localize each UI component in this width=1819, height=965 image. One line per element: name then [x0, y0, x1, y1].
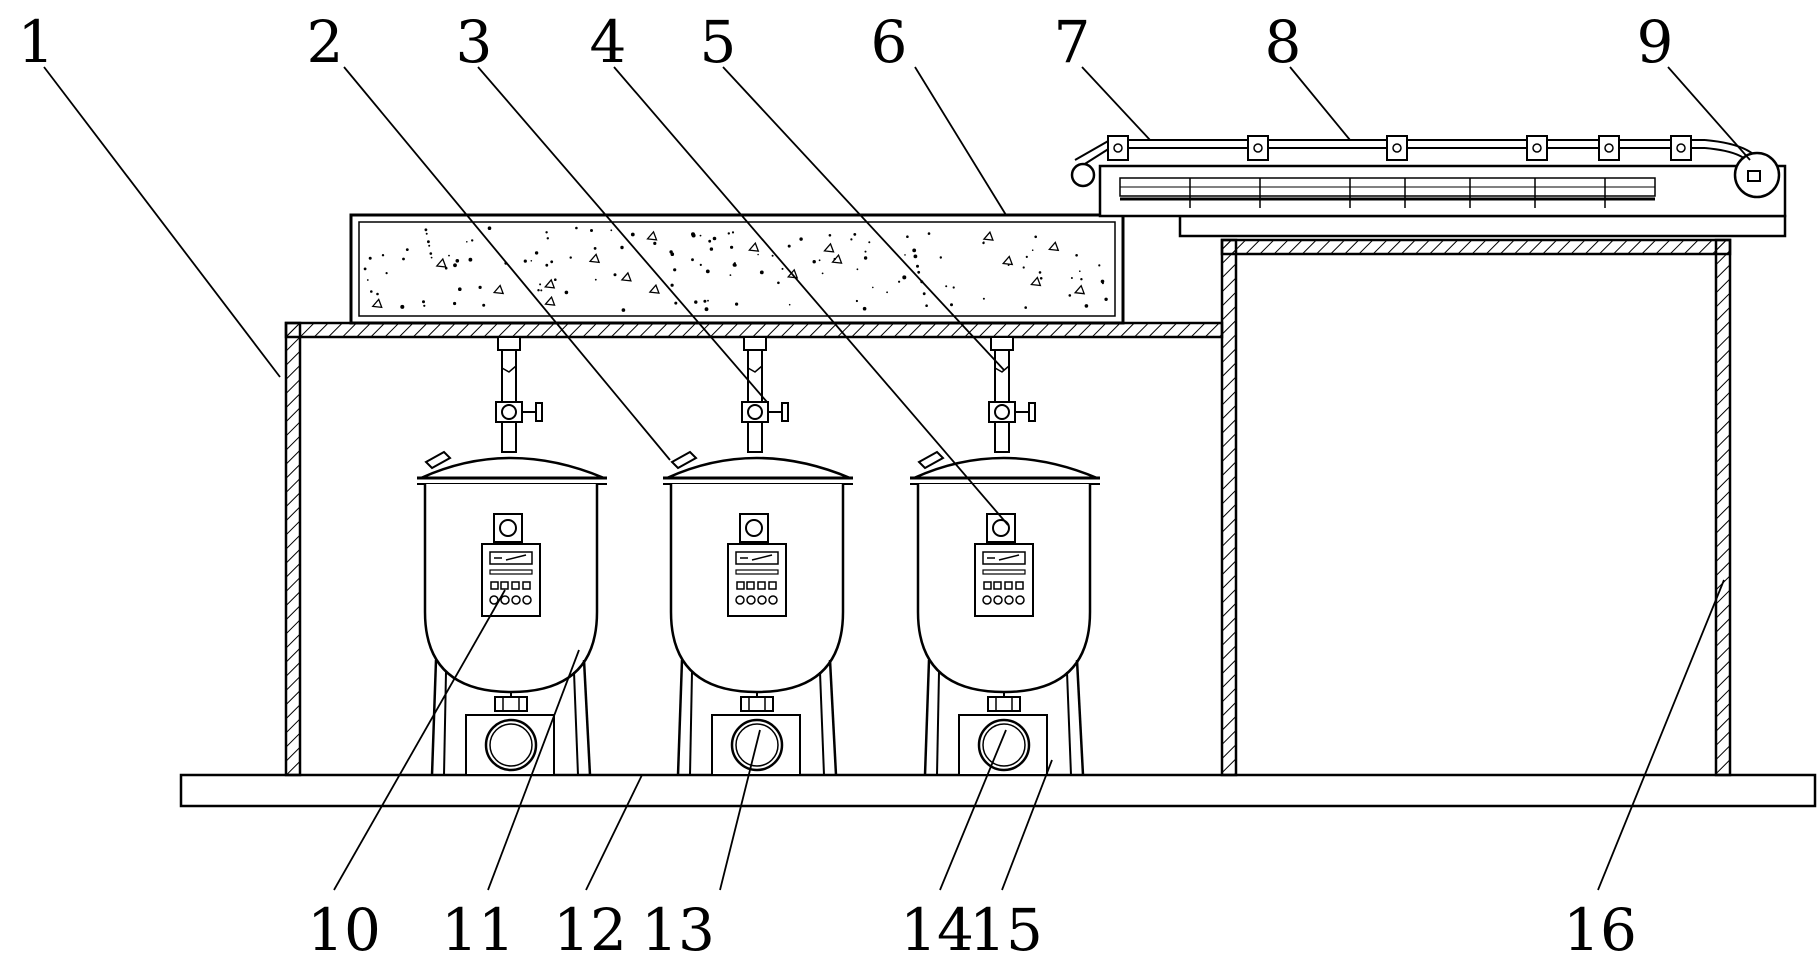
leader-3: [477, 66, 768, 403]
base-plate: [179, 773, 1817, 808]
leader-10: [333, 589, 506, 891]
leader-lines: [43, 66, 1751, 891]
right-frame: [1220, 238, 1732, 777]
callout-10: 10: [307, 896, 381, 964]
leader-4: [613, 66, 1009, 526]
leader-6: [914, 66, 1007, 216]
leader-2: [343, 66, 671, 461]
callout-12: 12: [553, 896, 627, 964]
storage-box: [349, 213, 1125, 325]
callout-11: 11: [441, 896, 515, 964]
tank-unit-3: [908, 335, 1102, 777]
callout-1: 1: [18, 8, 55, 76]
tank-unit-2: [661, 335, 855, 777]
leader-16: [1597, 579, 1725, 891]
leader-13: [719, 729, 761, 891]
callout-4: 4: [590, 8, 627, 76]
leader-11: [487, 649, 580, 891]
leader-9: [1667, 66, 1751, 161]
callout-14: 14: [900, 896, 974, 964]
callout-9: 9: [1637, 8, 1674, 76]
callout-2: 2: [307, 8, 344, 76]
callout-16: 16: [1563, 896, 1637, 964]
callout-13: 13: [641, 896, 715, 964]
leader-8: [1289, 66, 1351, 141]
callout-8: 8: [1265, 8, 1302, 76]
callout-15: 15: [969, 896, 1043, 964]
leader-5: [722, 66, 1005, 371]
callout-7: 7: [1054, 8, 1091, 76]
leader-15: [1001, 759, 1053, 891]
leader-12: [585, 774, 643, 891]
leader-1: [43, 66, 281, 378]
leader-7: [1081, 66, 1151, 141]
callout-5: 5: [700, 8, 737, 76]
callout-6: 6: [871, 8, 908, 76]
conveyor-assembly: [1070, 135, 1787, 238]
callout-3: 3: [456, 8, 493, 76]
leader-14: [939, 729, 1007, 891]
tank-unit-1: [415, 335, 609, 777]
callout-labels: 1 2 3 4 5 6 7 8 9 10 11 12 13 14 15 16: [18, 8, 1674, 964]
